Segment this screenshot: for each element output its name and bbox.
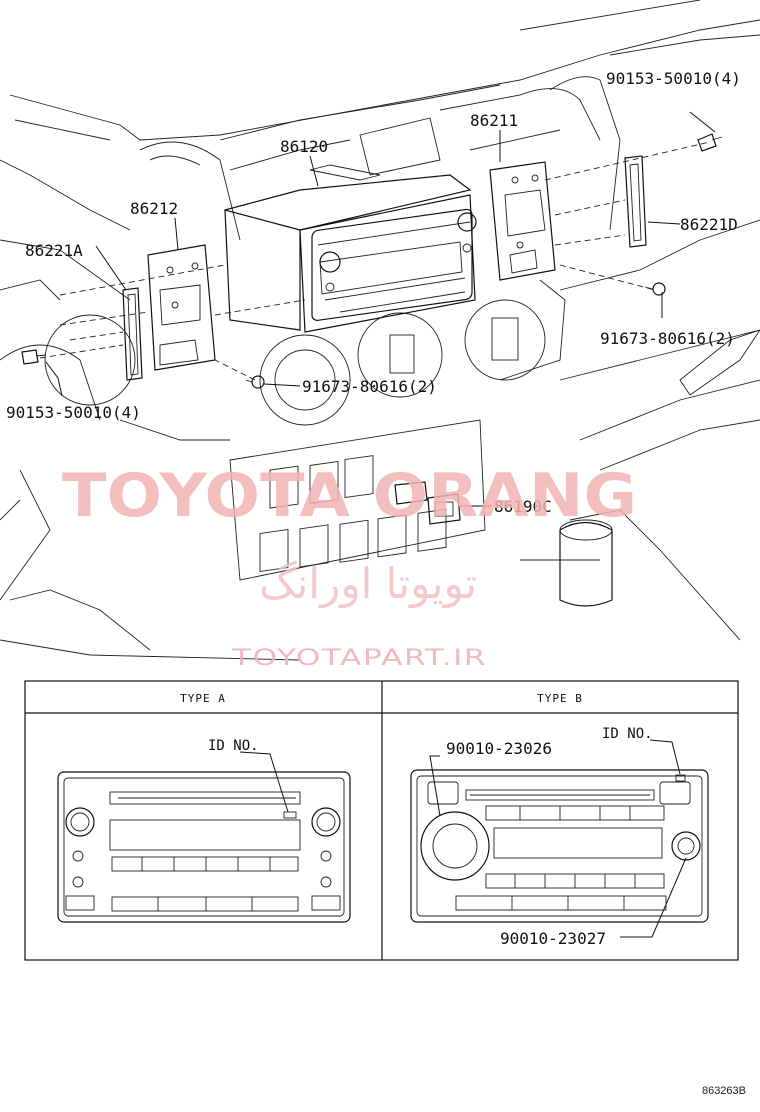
screw-right <box>644 282 666 296</box>
assembly-guide-lines <box>39 141 711 381</box>
dash-vents <box>44 279 566 426</box>
audio-head-unit <box>224 164 477 333</box>
label-86211: 86211 <box>470 111 518 130</box>
label-86221D: 86221D <box>680 215 738 234</box>
type-b-radio-face: ID NO. 90010-23026 90010-23027 <box>410 726 709 948</box>
bolt-left <box>21 349 47 365</box>
dashboard-outline <box>0 0 760 661</box>
watermark-persian: تویوتا اورانگ <box>259 559 477 608</box>
type-a-id-label: ID NO. <box>208 738 259 754</box>
type-b-id-label: ID NO. <box>602 726 653 742</box>
watermarks: TOYOTA ORANG تویوتا اورانگ TOYOTAPART.IR <box>62 461 637 671</box>
label-86190C: 86190C <box>494 497 552 516</box>
label-86120: 86120 <box>280 137 328 156</box>
switch-panel <box>229 419 613 607</box>
label-bolt-left: 90153-50010(4) <box>6 403 141 422</box>
bracket-86211 <box>489 161 556 281</box>
type-b-bottom-part-label: 90010-23027 <box>500 929 606 948</box>
figure-id: 863263B <box>702 1085 746 1097</box>
bolt-top-right <box>697 133 723 152</box>
type-a-radio-face: ID NO. <box>57 738 351 923</box>
leader-lines <box>45 111 716 507</box>
watermark-site: TOYOTAPART.IR <box>231 646 487 671</box>
label-screw-center: 91673-80616(2) <box>302 377 437 396</box>
side-panel-86221A <box>122 287 143 381</box>
side-panel-86221D <box>624 155 647 248</box>
type-comparison-table: TYPE A TYPE B <box>24 680 739 961</box>
label-86212: 86212 <box>130 199 178 218</box>
label-bolt-top-right: 90153-50010(4) <box>606 69 741 88</box>
type-b-top-part-label: 90010-23026 <box>446 739 552 758</box>
watermark-main: TOYOTA ORANG <box>62 461 637 531</box>
label-86221A: 86221A <box>25 241 83 260</box>
part-labels: 90153-50010(4) 86211 86120 86212 86221A … <box>6 69 741 516</box>
label-screw-right: 91673-80616(2) <box>600 329 735 348</box>
type-b-header: TYPE B <box>537 692 583 705</box>
screw-center <box>245 375 265 389</box>
bracket-86212 <box>147 244 216 371</box>
type-a-header: TYPE A <box>180 692 226 705</box>
